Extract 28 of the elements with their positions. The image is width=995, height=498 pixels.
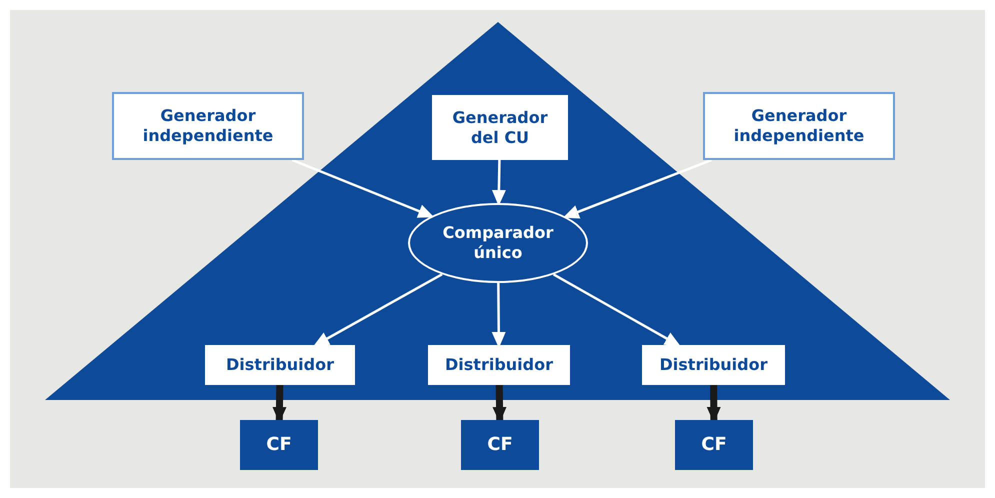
output-box xyxy=(240,420,318,470)
generator-box xyxy=(112,92,304,160)
node-label: CF xyxy=(700,434,728,456)
arrow xyxy=(313,273,443,346)
node-label: Distribuidor xyxy=(658,355,768,375)
arrow xyxy=(492,160,506,206)
generator-box xyxy=(703,92,895,160)
node-label: CF xyxy=(486,434,514,456)
arrow xyxy=(552,273,681,346)
arrow xyxy=(492,283,506,348)
process-box xyxy=(205,345,355,385)
arrow xyxy=(562,158,712,218)
output-box xyxy=(675,420,753,470)
node-label: Generador independiente xyxy=(732,106,866,146)
arrow xyxy=(706,384,721,423)
process-box xyxy=(428,345,570,385)
arrow xyxy=(292,158,434,218)
node-label: Generador del CU xyxy=(451,108,549,148)
node-label: CF xyxy=(265,434,293,456)
process-box xyxy=(432,95,568,160)
arrow xyxy=(492,384,507,423)
node-label: Distribuidor xyxy=(225,355,335,375)
output-box xyxy=(461,420,539,470)
node-label: Distribuidor xyxy=(444,355,554,375)
process-box xyxy=(642,345,785,385)
node-label: Comparador único xyxy=(442,223,554,263)
arrow xyxy=(272,384,286,423)
node-label: Generador independiente xyxy=(142,106,274,146)
